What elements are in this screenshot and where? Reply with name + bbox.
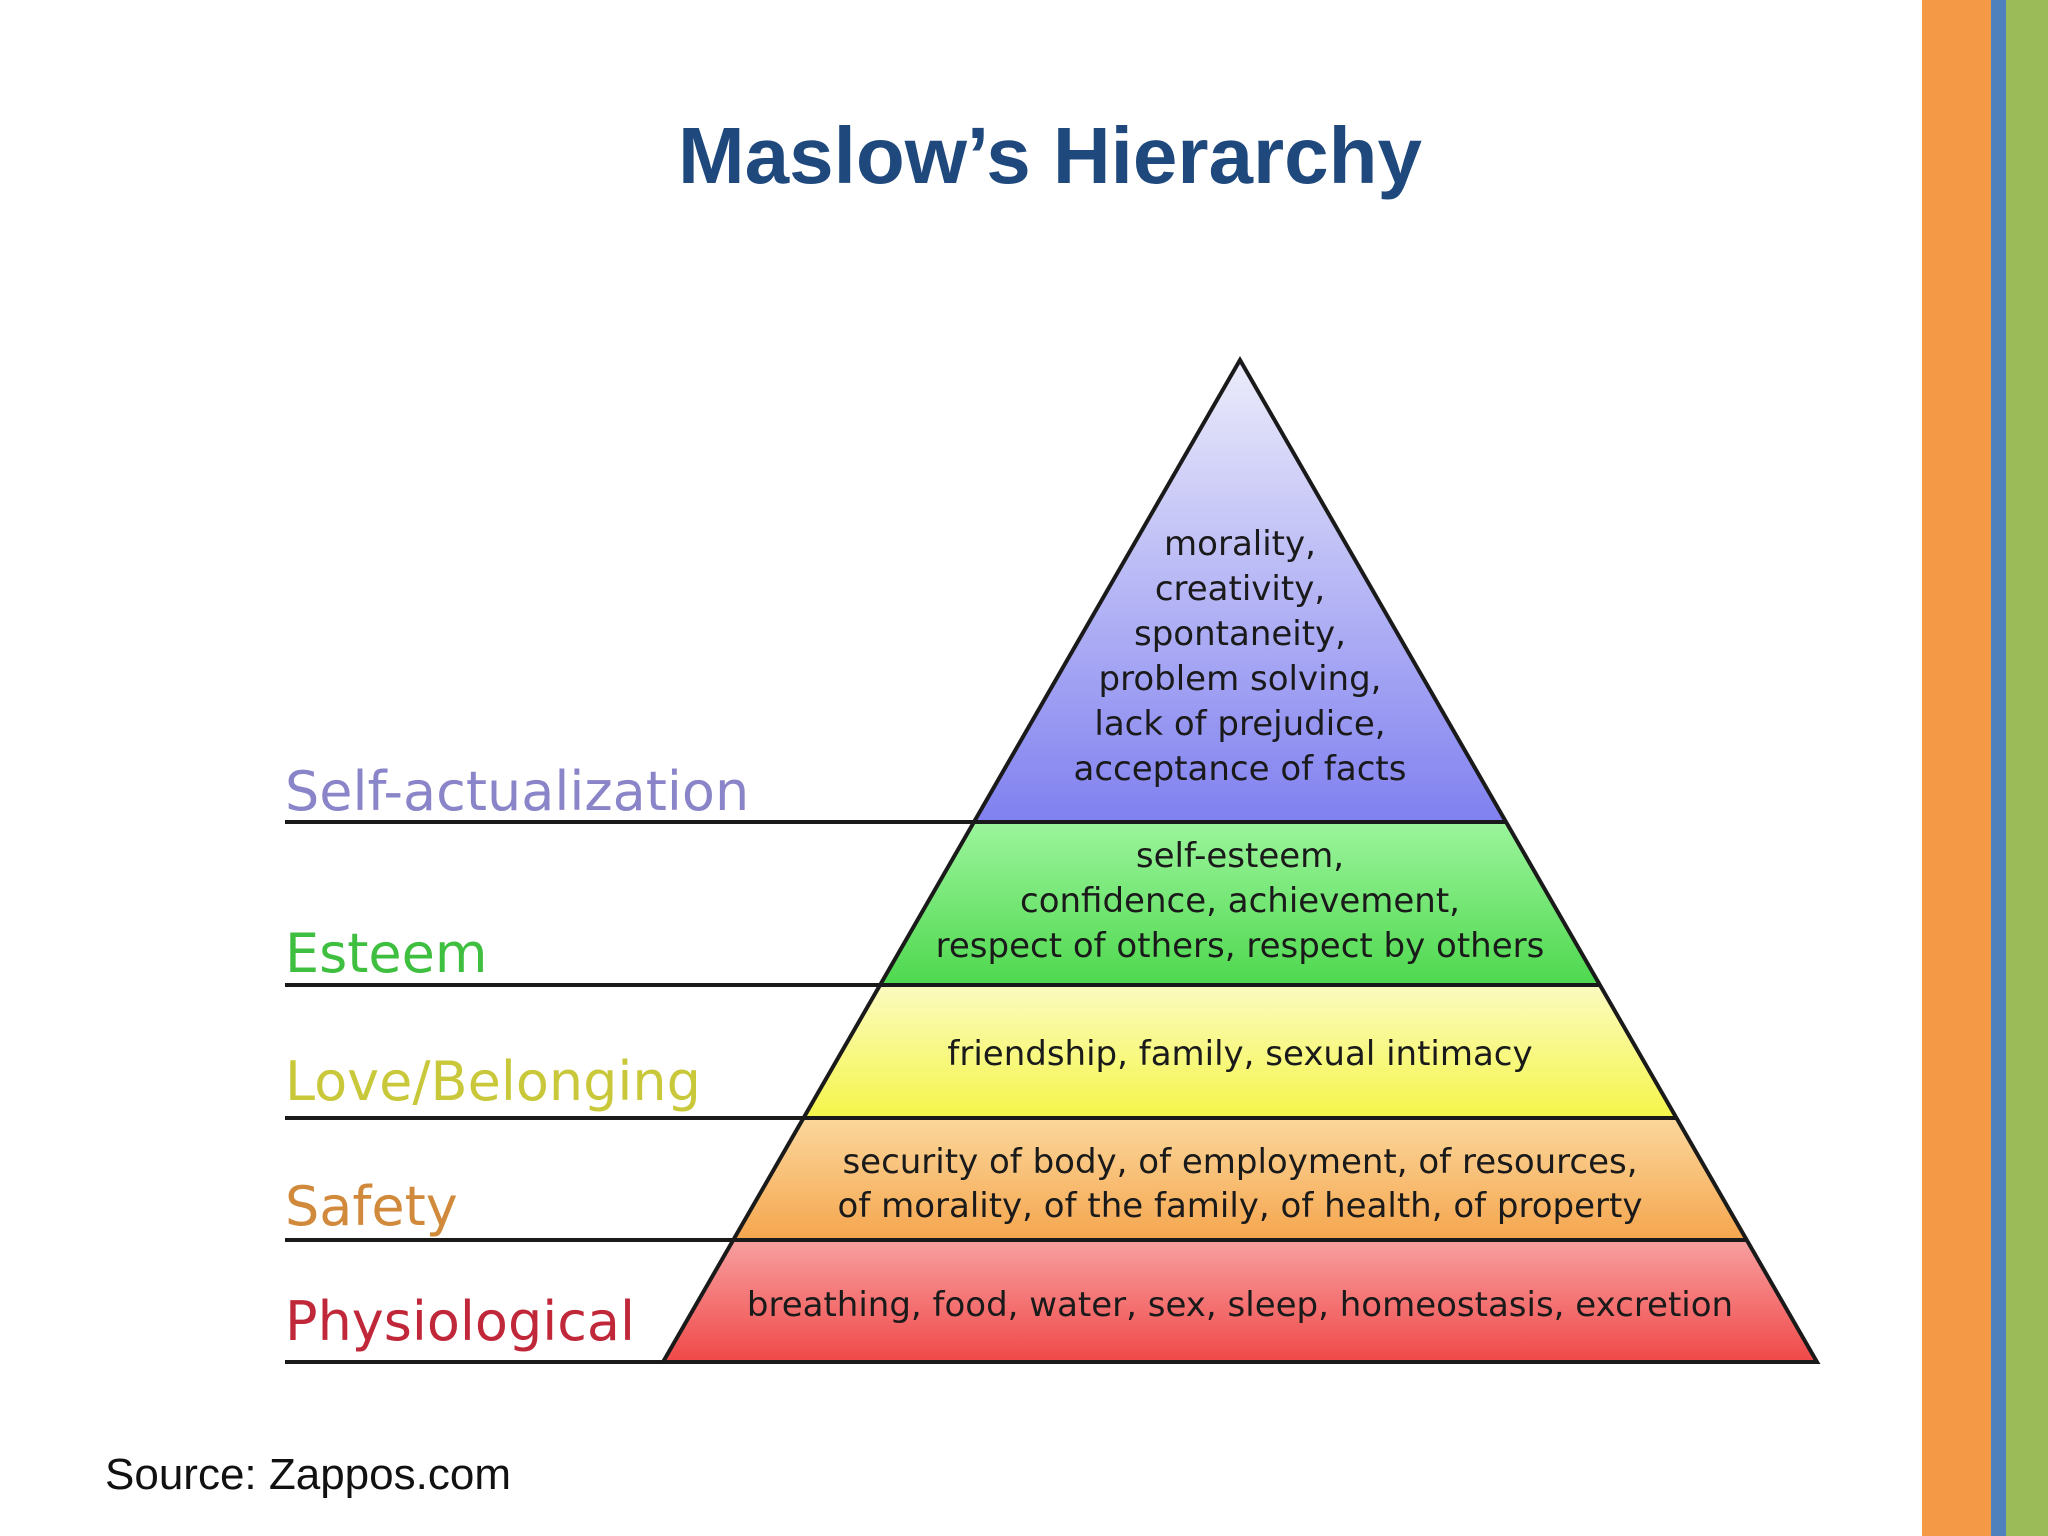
description-line-esteem: self-esteem, [1136, 836, 1344, 876]
maslow-pyramid-diagram: Self-actualizationEsteemLove/BelongingSa… [285, 355, 1821, 1364]
description-line-self-actualization: morality, [1164, 524, 1316, 564]
description-line-love-belonging: friendship, family, sexual intimacy [947, 1034, 1532, 1074]
pyramid-descriptions: morality, creativity, spontaneity, problem … [747, 524, 1733, 1325]
accent-stripe-green [2006, 0, 2048, 1536]
pyramid-level-labels: Self-actualizationEsteemLove/BelongingSa… [285, 760, 749, 1353]
level-label-safety: Safety [285, 1175, 458, 1238]
tier-self-actualization [973, 360, 1507, 822]
tier-love-belonging [803, 985, 1677, 1118]
slide-title: Maslow’s Hierarchy [677, 111, 1423, 200]
description-line-self-actualization: spontaneity, [1134, 614, 1346, 654]
level-label-esteem: Esteem [285, 922, 487, 985]
level-label-love-belonging: Love/Belonging [285, 1050, 701, 1113]
tier-esteem [880, 822, 1600, 985]
accent-stripe-blue [1991, 0, 2006, 1536]
tier-safety [733, 1118, 1747, 1240]
tier-physiological [663, 1240, 1817, 1362]
description-line-self-actualization: lack of prejudice, [1094, 704, 1385, 744]
level-label-self-actualization: Self-actualization [285, 760, 749, 823]
description-line-self-actualization: acceptance of facts [1074, 749, 1407, 789]
description-line-esteem: respect of others, respect by others [936, 926, 1545, 966]
level-label-physiological: Physiological [285, 1290, 635, 1353]
description-line-self-actualization: creativity, [1155, 569, 1325, 609]
description-line-physiological: breathing, food, water, sex, sleep, home… [747, 1285, 1733, 1325]
pyramid-outline [285, 355, 1821, 1364]
pyramid-outer-outline [659, 355, 1821, 1364]
accent-stripe-orange [1922, 0, 1991, 1536]
description-line-self-actualization: problem solving, [1099, 659, 1382, 699]
source-credit: Source: Zappos.com [105, 1450, 511, 1499]
description-line-safety: security of body, of employment, of reso… [842, 1142, 1637, 1182]
pyramid-tiers [663, 360, 1817, 1362]
description-line-safety: of morality, of the family, of health, o… [838, 1186, 1643, 1226]
description-line-esteem: confidence, achievement, [1020, 881, 1460, 921]
